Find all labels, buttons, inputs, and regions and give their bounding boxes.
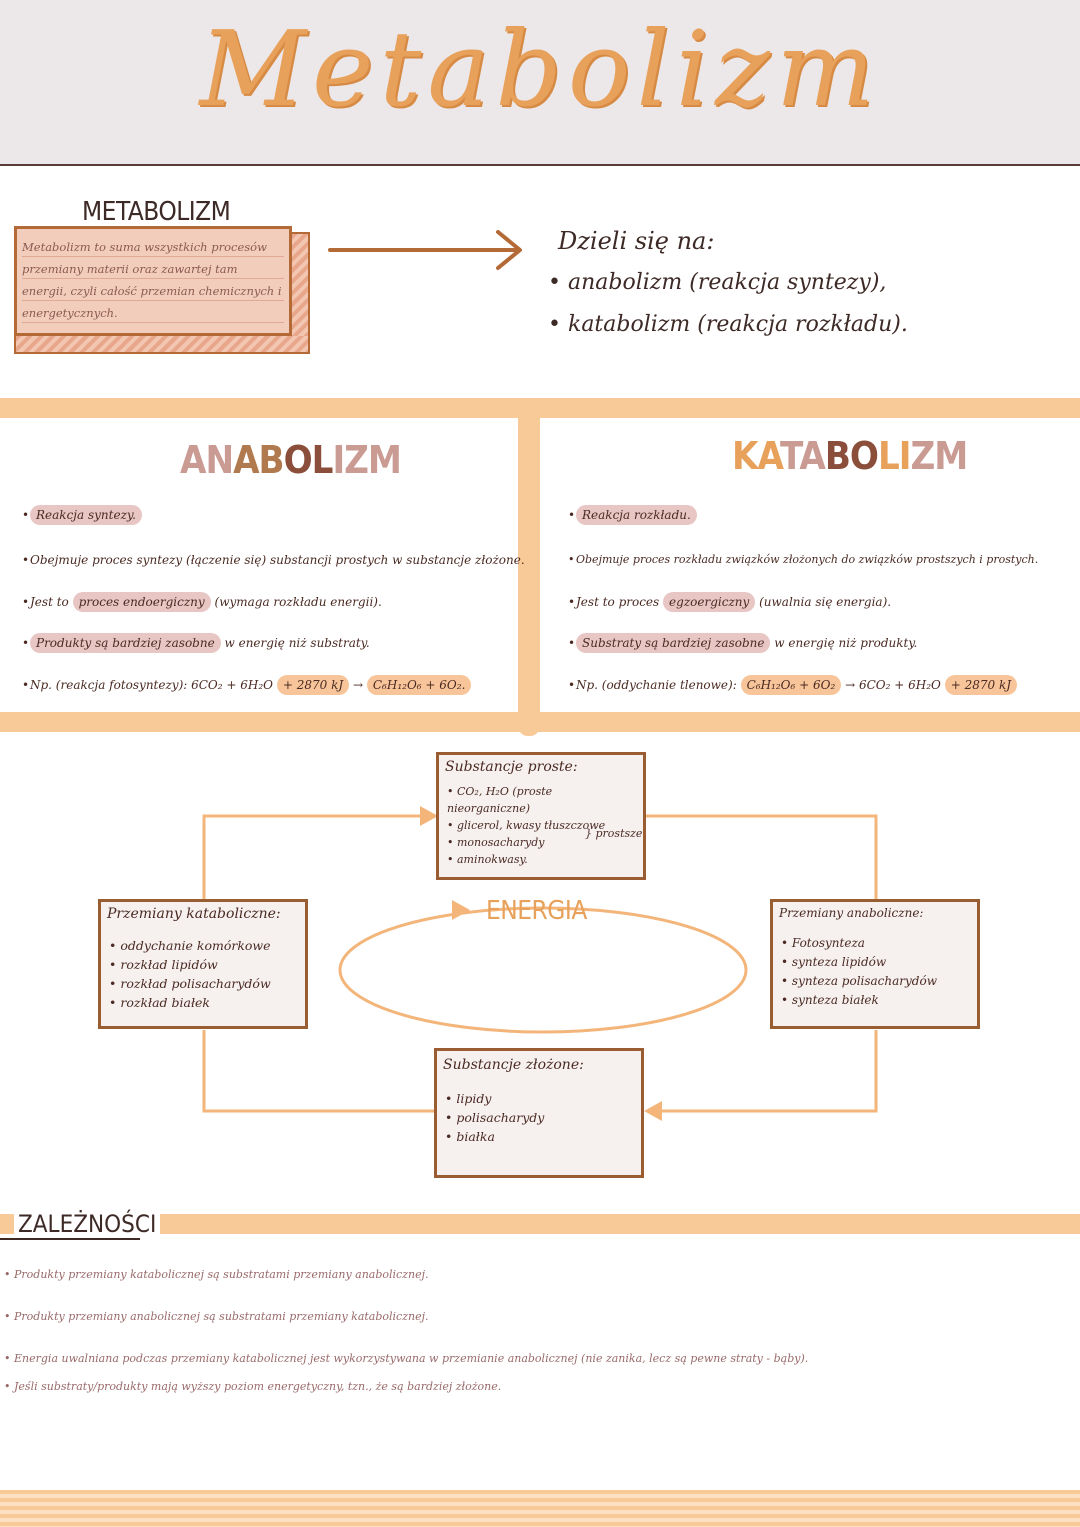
catabolic-title: Przemiany kataboliczne: bbox=[107, 906, 281, 922]
catabolism-text: (uwalnia się energia). bbox=[759, 595, 892, 609]
anabolism-row: •Obejmuje proces syntezy (łączenie się) … bbox=[22, 553, 525, 567]
catabolic-box: Przemiany kataboliczne: oddychanie komór… bbox=[98, 899, 308, 1029]
catabolism-text: w energię niż produkty. bbox=[774, 636, 918, 650]
catabolism-highlight: egzoergiczny bbox=[663, 592, 756, 612]
list-item: synteza lipidów bbox=[781, 953, 969, 972]
list-item: rozkład lipidów bbox=[109, 955, 297, 974]
arrow-right-icon bbox=[328, 230, 522, 270]
energy-label: ENERGIA bbox=[486, 896, 587, 926]
anabolism-energy-highlight: + 2870 kJ bbox=[276, 675, 350, 695]
anabolism-text: Obejmuje proces syntezy (łączenie się) s… bbox=[30, 553, 525, 567]
list-item: lipidy bbox=[445, 1089, 633, 1108]
list-item: synteza polisacharydów bbox=[781, 972, 969, 991]
complex-substances-title: Substancje złożone: bbox=[443, 1057, 584, 1073]
anabolism-row: •Jest to proces endoergiczny (wymaga roz… bbox=[22, 592, 382, 612]
brace-label: } prostsze bbox=[585, 827, 643, 840]
anabolism-text: → bbox=[352, 678, 364, 692]
footer-stripes bbox=[0, 1490, 1080, 1527]
anabolism-row: •Np. (reakcja fotosyntezy): 6CO₂ + 6H₂O … bbox=[22, 675, 472, 695]
definition-text: Metabolizm to suma wszystkich procesów p… bbox=[22, 236, 284, 324]
catabolism-title: KATABOLIZM bbox=[732, 434, 968, 478]
definition-box-bottom bbox=[14, 336, 310, 354]
catabolism-text: Jest to proces bbox=[576, 595, 660, 609]
anabolism-text: (wymaga rozkładu energii). bbox=[214, 595, 382, 609]
catabolism-energy-highlight: + 2870 kJ bbox=[944, 675, 1018, 695]
list-item: monosacharydy bbox=[447, 834, 635, 851]
header-banner bbox=[0, 0, 1080, 166]
catabolism-row: •Obejmuje proces rozkładu związków złożo… bbox=[568, 553, 1039, 566]
list-item: Fotosynteza bbox=[781, 934, 969, 953]
diagram-connectors bbox=[202, 806, 878, 1121]
catabolism-row: •Jest to proces egzoergiczny (uwalnia si… bbox=[568, 592, 892, 612]
catabolism-substrates-highlight: C₆H₁₂O₆ + 6O₂ bbox=[740, 675, 842, 695]
anabolism-text: w energię niż substraty. bbox=[224, 636, 370, 650]
list-item: rozkład polisacharydów bbox=[109, 974, 297, 993]
anabolism-products-highlight: C₆H₁₂O₆ + 6O₂. bbox=[366, 675, 472, 695]
relation-text: Produkty przemiany katabolicznej są subs… bbox=[14, 1268, 429, 1281]
simple-substances-title: Substancje proste: bbox=[445, 759, 578, 775]
section-band-middle bbox=[0, 712, 1080, 732]
relations-heading: ZALEŻNOŚCI bbox=[14, 1210, 161, 1238]
definition-heading: METABOLIZM bbox=[82, 197, 231, 227]
divides-item: • anabolizm (reakcja syntezy), bbox=[548, 270, 887, 295]
complex-substances-box: Substancje złożone: lipidy polisacharydy… bbox=[434, 1048, 644, 1178]
list-item: CO₂, H₂O (proste nieorganiczne) bbox=[447, 783, 635, 817]
relation-item: • Energia uwalniana podczas przemiany ka… bbox=[4, 1352, 809, 1365]
list-item: rozkład białek bbox=[109, 993, 297, 1012]
section-band-top bbox=[0, 398, 1080, 418]
relation-item: • Jeśli substraty/produkty mają wyższy p… bbox=[4, 1380, 502, 1393]
anabolism-highlight: proces endoergiczny bbox=[72, 592, 211, 612]
list-item: polisacharydy bbox=[445, 1108, 633, 1127]
anabolic-box: Przemiany anaboliczne: Fotosynteza synte… bbox=[770, 899, 980, 1029]
relation-text: Energia uwalniana podczas przemiany kata… bbox=[14, 1352, 809, 1365]
anabolism-row: •Reakcja syntezy. bbox=[22, 505, 142, 525]
divides-item-text: anabolizm (reakcja syntezy), bbox=[567, 270, 887, 295]
catabolism-row: •Reakcja rozkładu. bbox=[568, 505, 697, 525]
catabolism-text: Obejmuje proces rozkładu związków złożon… bbox=[576, 553, 1039, 566]
anabolic-list: Fotosynteza synteza lipidów synteza poli… bbox=[773, 924, 977, 1020]
anabolism-highlight: Reakcja syntezy. bbox=[30, 505, 142, 525]
anabolism-text: Jest to bbox=[30, 595, 69, 609]
relation-text: Produkty przemiany anabolicznej są subst… bbox=[14, 1310, 429, 1323]
catabolism-text: → 6CO₂ + 6H₂O bbox=[845, 678, 941, 692]
relation-text: Jeśli substraty/produkty mają wyższy poz… bbox=[14, 1380, 502, 1393]
brace-label-text: prostsze bbox=[595, 827, 643, 840]
divides-item-text: katabolizm (reakcja rozkładu). bbox=[567, 312, 908, 337]
anabolism-title: ANABOLIZM bbox=[180, 438, 402, 482]
relation-item: • Produkty przemiany anabolicznej są sub… bbox=[4, 1310, 429, 1323]
divides-item: • katabolizm (reakcja rozkładu). bbox=[548, 312, 908, 337]
page-title: Metabolizm bbox=[199, 8, 881, 130]
catabolism-text: Np. (oddychanie tlenowe): bbox=[576, 678, 737, 692]
anabolism-text: Np. (reakcja fotosyntezy): 6CO₂ + 6H₂O bbox=[30, 678, 274, 692]
relation-item: • Produkty przemiany katabolicznej są su… bbox=[4, 1268, 429, 1281]
catabolism-row: •Np. (oddychanie tlenowe): C₆H₁₂O₆ + 6O₂… bbox=[568, 675, 1018, 695]
catabolism-highlight: Reakcja rozkładu. bbox=[576, 505, 697, 525]
list-item: białka bbox=[445, 1127, 633, 1146]
catabolic-list: oddychanie komórkowe rozkład lipidów roz… bbox=[101, 926, 305, 1022]
anabolism-row: •Produkty są bardziej zasobne w energię … bbox=[22, 633, 370, 653]
simple-substances-list: CO₂, H₂O (proste nieorganiczne) glicerol… bbox=[439, 779, 643, 872]
column-divider bbox=[518, 398, 540, 736]
divides-heading: Dzieli się na: bbox=[558, 227, 715, 255]
list-item: glicerol, kwasy tłuszczowe bbox=[447, 817, 635, 834]
simple-substances-box: Substancje proste: CO₂, H₂O (proste nieo… bbox=[436, 752, 646, 880]
relations-underline bbox=[0, 1238, 140, 1240]
list-item: oddychanie komórkowe bbox=[109, 936, 297, 955]
anabolism-highlight: Produkty są bardziej zasobne bbox=[30, 633, 221, 653]
list-item: synteza białek bbox=[781, 991, 969, 1010]
section-band-relations bbox=[0, 1214, 1080, 1234]
catabolism-highlight: Substraty są bardziej zasobne bbox=[576, 633, 771, 653]
catabolism-row: •Substraty są bardziej zasobne w energię… bbox=[568, 633, 918, 653]
list-item: aminokwasy. bbox=[447, 851, 635, 868]
complex-substances-list: lipidy polisacharydy białka bbox=[437, 1079, 641, 1156]
anabolic-title: Przemiany anaboliczne: bbox=[779, 906, 924, 920]
